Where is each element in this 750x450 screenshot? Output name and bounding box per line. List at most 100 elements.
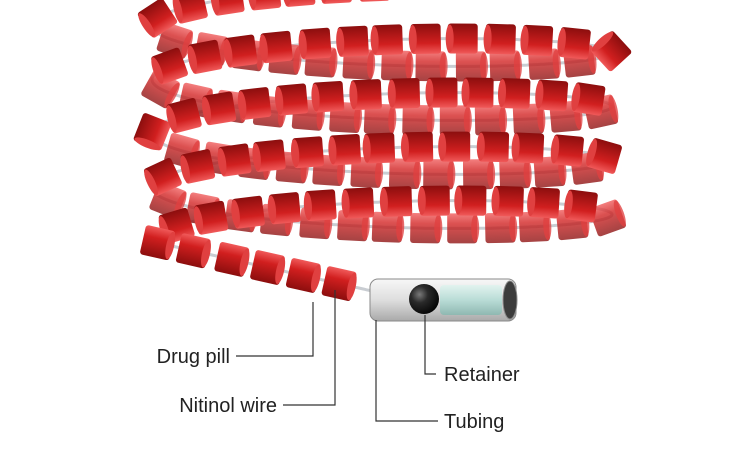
drug-pill xyxy=(461,77,494,108)
drug-pill-body xyxy=(528,187,560,219)
drug-pill-body xyxy=(371,211,403,243)
drug-pill-face xyxy=(293,46,302,74)
leader-tubing xyxy=(375,320,438,422)
tubing-open-end xyxy=(502,280,518,320)
drug-pill-face xyxy=(476,132,485,161)
drug-pill xyxy=(402,104,435,136)
drug-pill xyxy=(259,30,293,64)
drug-pill-body xyxy=(484,212,516,244)
drug-pill-face xyxy=(509,213,518,242)
drug-pill xyxy=(388,158,422,190)
drug-pill xyxy=(166,97,202,134)
drug-pill xyxy=(438,131,471,162)
drug-pill-body xyxy=(224,34,258,68)
drug-pill-face xyxy=(527,188,536,216)
drug-pill-body xyxy=(312,80,345,113)
drug-pill xyxy=(341,187,375,219)
drug-pill-body xyxy=(447,23,478,54)
drug-pill-face xyxy=(166,105,177,133)
drug-pill-body xyxy=(410,23,441,54)
drug-pill-face xyxy=(165,231,176,260)
drug-pill xyxy=(455,51,488,82)
drug-pill-body xyxy=(363,103,395,135)
drug-pill-body xyxy=(415,51,446,82)
drug-pill xyxy=(247,0,282,11)
drug-pill xyxy=(328,134,362,166)
drug-pill-face xyxy=(447,160,456,189)
drug-pill-face xyxy=(571,83,581,111)
label-nitinol-wire: Nitinol wire xyxy=(179,395,277,417)
drug-pill-body xyxy=(513,132,545,164)
drug-pill xyxy=(133,113,171,151)
drug-pill-body xyxy=(388,158,420,190)
label-drug-pill: Drug pill xyxy=(157,346,230,368)
drug-pill-body xyxy=(402,131,434,163)
drug-pill-body xyxy=(276,83,309,116)
drug-pill-face xyxy=(231,199,240,228)
drug-pill-face xyxy=(237,91,247,119)
drug-pill xyxy=(363,103,397,135)
drug-pill-face xyxy=(523,159,532,188)
drug-pill-face xyxy=(151,57,164,84)
drug-pill xyxy=(371,211,405,243)
leader-nitinol-wire xyxy=(283,290,336,406)
drug-pill-face xyxy=(608,95,619,123)
drug-pill-face xyxy=(353,104,362,133)
drug-pill xyxy=(252,139,286,172)
drug-pill-body xyxy=(489,50,521,82)
leader-retainer xyxy=(424,315,436,375)
drug-pill xyxy=(217,143,252,177)
drug-pill-face xyxy=(434,214,443,243)
drug-pill xyxy=(527,187,560,219)
drug-pill xyxy=(311,80,345,113)
drug-pill xyxy=(267,192,301,225)
drug-pill-body xyxy=(512,103,544,135)
drug-pill xyxy=(231,195,265,229)
drug-pill-body xyxy=(478,131,510,163)
drug-pill-face xyxy=(400,133,410,162)
drug-pill xyxy=(447,213,480,244)
drug-pill-body xyxy=(558,27,591,60)
drug-pill xyxy=(497,78,531,109)
drug-pill xyxy=(511,132,545,164)
tubing-liquid xyxy=(440,285,502,315)
drug-pill xyxy=(214,242,250,277)
drug-pill-face xyxy=(586,138,598,166)
drug-pill xyxy=(586,138,622,174)
drug-pill-face xyxy=(591,31,614,52)
drug-pill-face xyxy=(217,147,227,176)
drug-pill xyxy=(400,131,434,163)
tubing-assembly xyxy=(369,278,518,322)
drug-pill xyxy=(550,134,584,167)
drug-pill-body xyxy=(268,192,301,225)
drug-pill-face xyxy=(274,86,284,115)
drug-pill xyxy=(202,91,237,126)
drug-pill xyxy=(445,23,478,54)
drug-pill-face xyxy=(543,212,552,241)
drug-pill xyxy=(210,0,245,16)
drug-pill-face xyxy=(164,82,180,108)
drug-pill-face xyxy=(417,186,426,215)
drug-pill xyxy=(535,79,569,112)
drug-pill xyxy=(410,212,443,244)
drug-pill xyxy=(557,27,591,60)
drug-pill-body xyxy=(518,211,550,243)
drug-pill-face xyxy=(370,26,379,55)
drug-pill-body xyxy=(372,24,403,56)
drug-pill xyxy=(187,39,223,74)
drug-pill xyxy=(321,266,357,301)
drug-pill-body xyxy=(474,104,506,136)
drug-pill xyxy=(379,186,413,217)
drug-pill xyxy=(349,79,382,111)
drug-pill-body xyxy=(211,0,245,16)
drug-pill-body xyxy=(238,87,272,120)
drug-pill-face xyxy=(471,214,480,243)
drug-pill-face xyxy=(396,213,405,242)
drug-pill-body xyxy=(499,78,531,109)
drug-pill xyxy=(274,83,309,116)
drug-pill-face xyxy=(408,25,417,54)
drug-pill-body xyxy=(232,195,265,229)
drug-pill-face xyxy=(247,0,257,10)
drug-pill-face xyxy=(535,80,544,109)
drug-pill-face xyxy=(425,78,434,107)
